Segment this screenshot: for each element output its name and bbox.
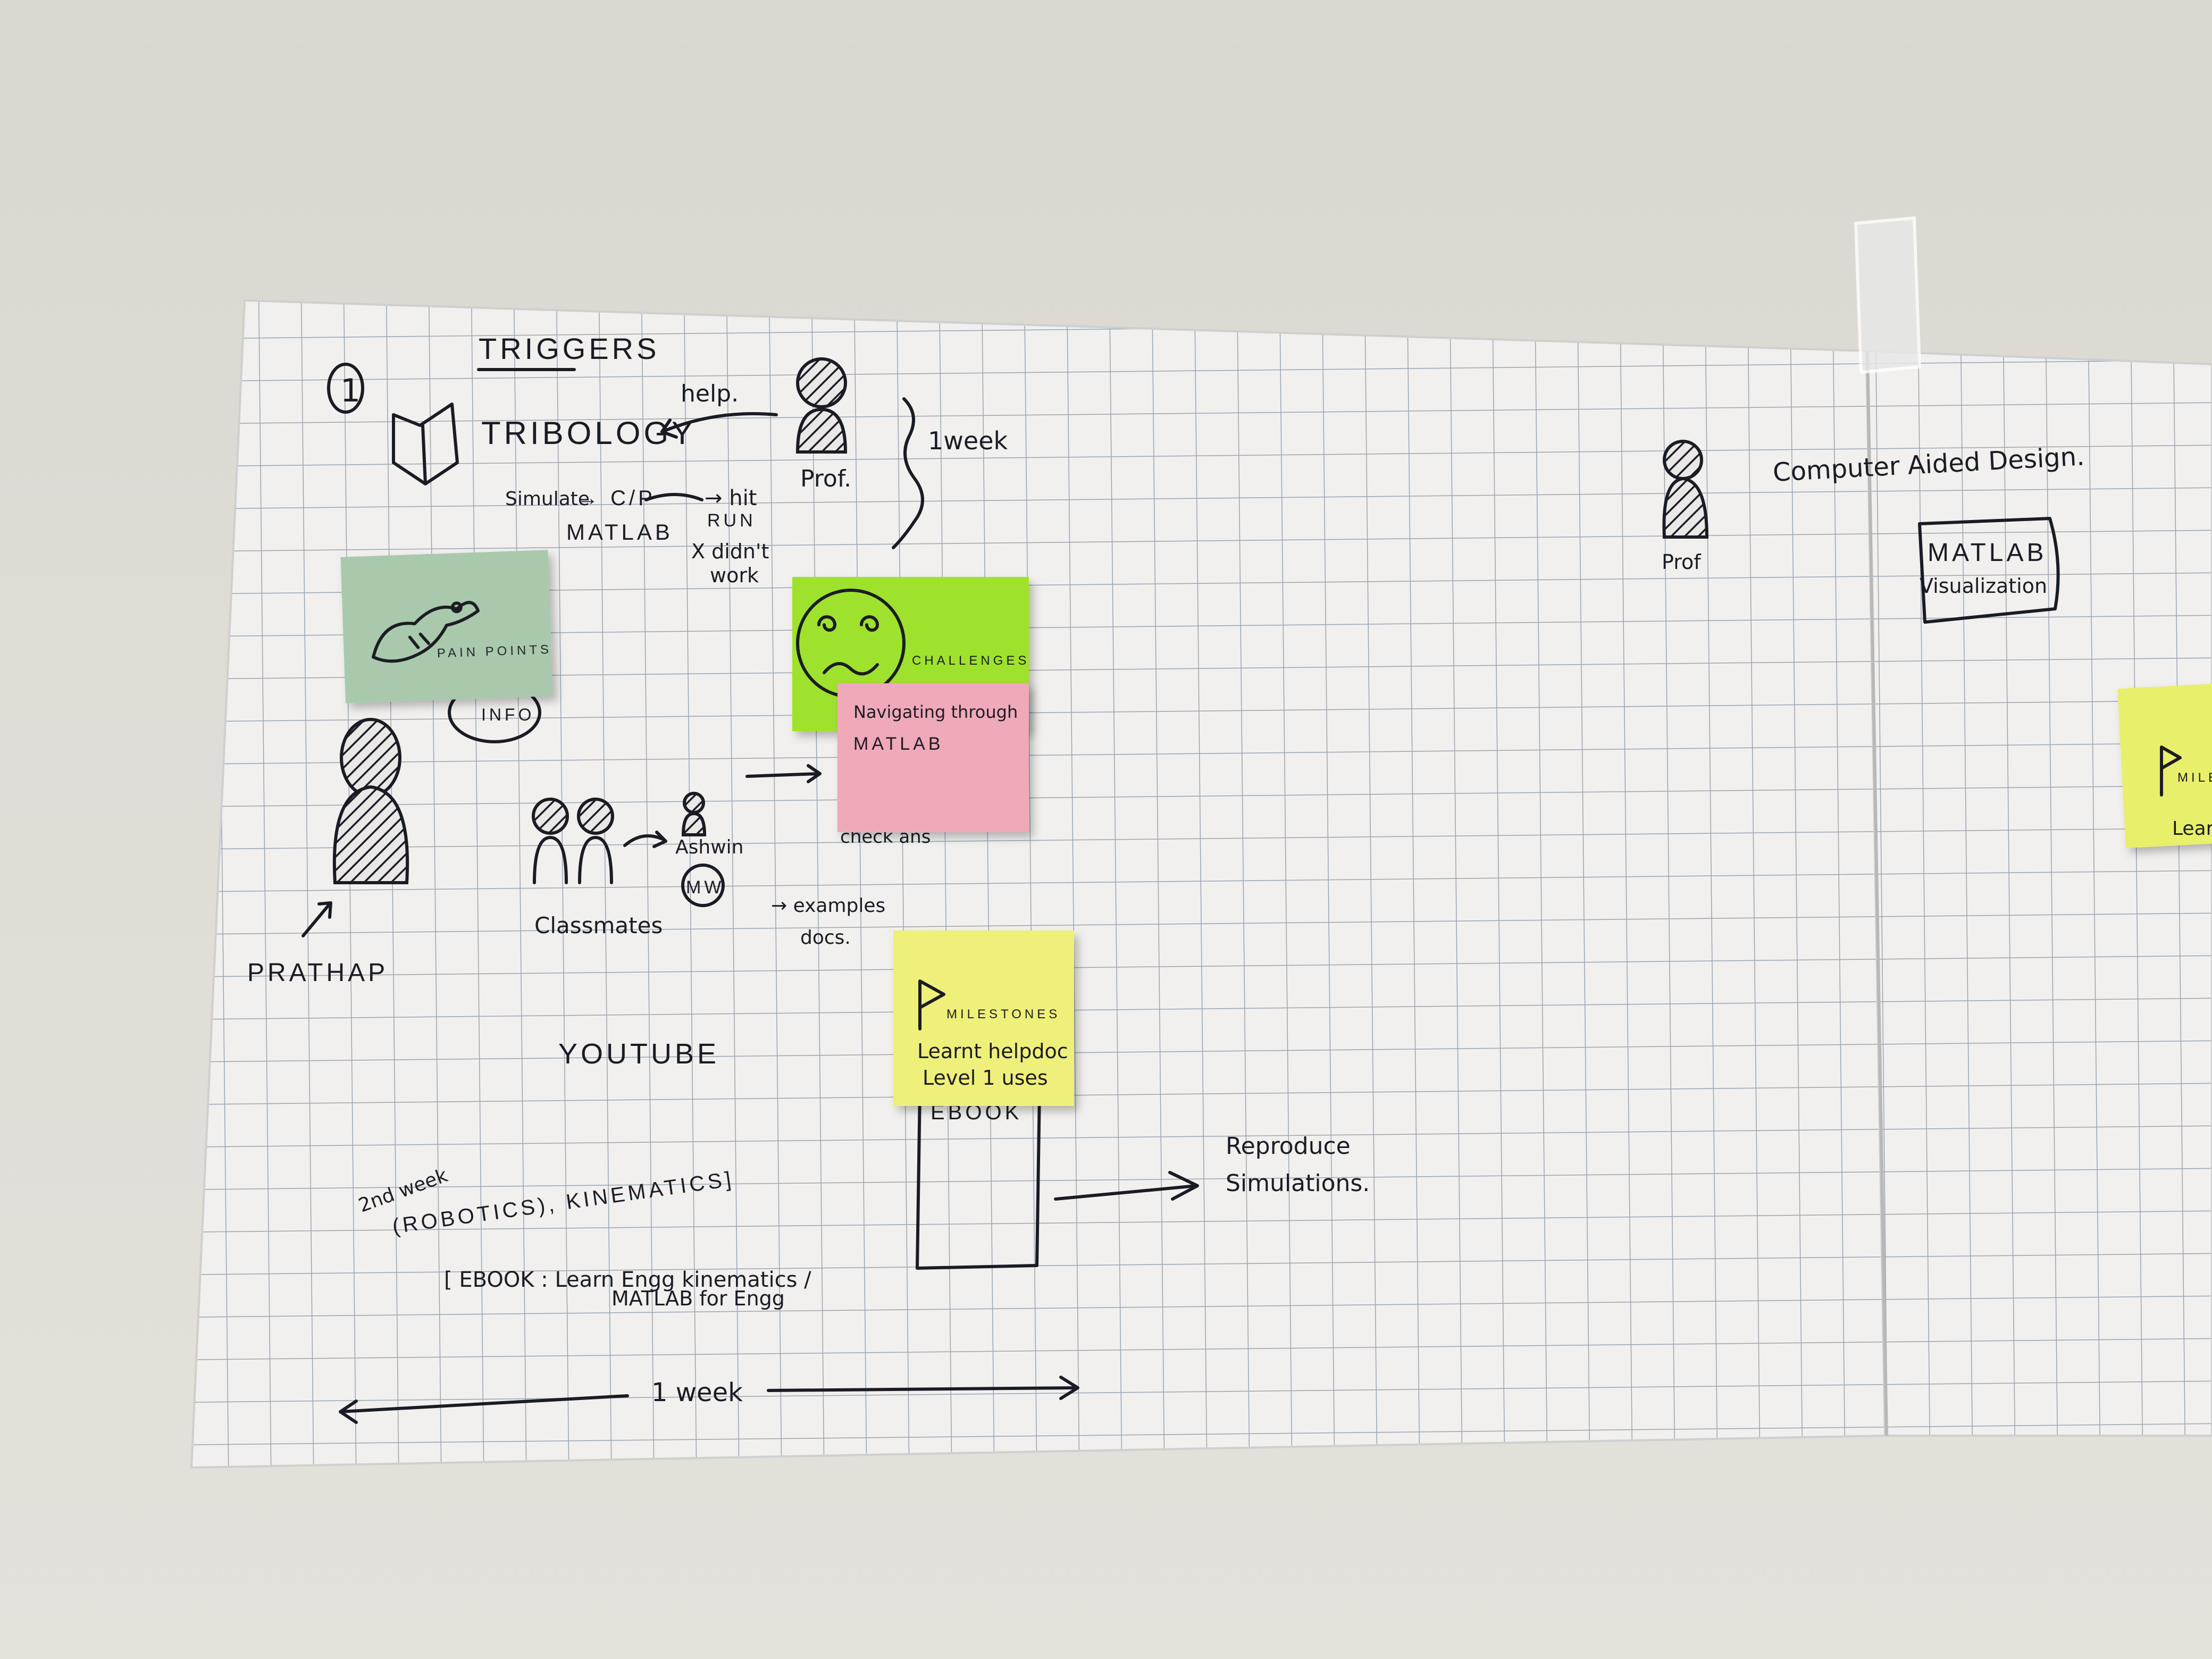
prof-left-label: Prof. bbox=[800, 465, 851, 492]
milestones-note-bg bbox=[893, 931, 1074, 1106]
navigating-note-bg bbox=[837, 683, 1029, 832]
challenges-label: CHALLENGES bbox=[912, 653, 1029, 668]
examples-label: → examples bbox=[771, 895, 885, 917]
didnt-work-line1: X didn't bbox=[691, 540, 769, 563]
prathap-label: PRATHAP bbox=[247, 959, 388, 987]
sticky-note-navigating[interactable]: Navigating through MATLAB bbox=[837, 683, 1029, 832]
milestone-right-label: MILE bbox=[2177, 770, 2212, 785]
ebook-line2: MATLAB for Engg bbox=[611, 1287, 785, 1310]
classmates-label: Classmates bbox=[534, 912, 663, 939]
navigating-line2: MATLAB bbox=[853, 734, 944, 754]
prathap-arrow bbox=[301, 901, 332, 937]
person-icon-ashwin bbox=[681, 792, 707, 836]
timeline-arrow-left bbox=[339, 1394, 629, 1424]
didnt-work-line2: work bbox=[710, 564, 759, 587]
paper-sheet-left bbox=[190, 299, 1887, 1469]
trigger-number: 1 bbox=[327, 363, 364, 414]
svg-text:Visualization: Visualization bbox=[1920, 574, 2047, 598]
classmates-icon bbox=[532, 798, 614, 884]
ashwin-arrow bbox=[745, 764, 822, 783]
help-arrow bbox=[660, 412, 778, 439]
brace-icon bbox=[892, 397, 924, 549]
one-week-top-label: 1week bbox=[928, 426, 1008, 455]
milestones-line1: Learnt helpdoc bbox=[917, 1040, 1068, 1063]
ashwin-label: Ashwin bbox=[675, 836, 743, 858]
svg-text:INFO: INFO bbox=[481, 705, 534, 724]
flag-icon-right bbox=[2160, 745, 2182, 797]
tribology-label: TRIBOLOGY bbox=[481, 415, 696, 451]
reproduce-arrow bbox=[1054, 1171, 1199, 1201]
help-label: help. bbox=[681, 380, 739, 407]
person-icon-prathap bbox=[332, 718, 409, 884]
milestone-right-line: Lear bbox=[2172, 818, 2212, 840]
milestones-label: MILESTONES bbox=[946, 1007, 1060, 1021]
ebook-line1: [ EBOOK : Learn Engg kinematics / bbox=[444, 1268, 811, 1292]
reproduce-line1: Reproduce bbox=[1226, 1133, 1351, 1160]
simulate-step: Simulate bbox=[505, 488, 590, 510]
flow-arrow bbox=[644, 493, 703, 501]
book-icon bbox=[392, 403, 459, 485]
classmates-arrow bbox=[623, 831, 667, 848]
person-icon-prof-left bbox=[795, 357, 848, 454]
reproduce-line2: Simulations. bbox=[1226, 1170, 1370, 1197]
tape-strip bbox=[1854, 216, 1922, 374]
docs-label: docs. bbox=[800, 927, 851, 949]
sticky-note-milestones[interactable]: MILESTONES Learnt helpdoc Level 1 uses bbox=[893, 931, 1074, 1106]
matlab-visualization-box: MATLAB Visualization bbox=[1918, 517, 2060, 624]
svg-text:MW: MW bbox=[686, 877, 724, 898]
matlab-label-top: MATLAB bbox=[566, 520, 673, 544]
hit-step: → hit bbox=[705, 486, 757, 510]
flag-icon bbox=[918, 979, 945, 1030]
svg-text:MATLAB: MATLAB bbox=[1928, 539, 2047, 567]
prof-right-label: Prof bbox=[1662, 550, 1702, 574]
person-icon-prof-right bbox=[1662, 440, 1709, 539]
triggers-heading: TRIGGERS bbox=[479, 332, 659, 365]
mw-circle: MW bbox=[681, 864, 725, 907]
milestone-right-note-bg bbox=[2117, 683, 2212, 849]
svg-text:1: 1 bbox=[340, 372, 361, 409]
run-step: RUN bbox=[707, 510, 756, 531]
one-week-bottom-label: 1 week bbox=[651, 1378, 743, 1407]
crocodile-icon bbox=[372, 601, 480, 663]
sticky-note-milestone-right[interactable]: MILE Lear bbox=[2117, 683, 2212, 849]
youtube-label: YOUTUBE bbox=[558, 1038, 719, 1070]
navigating-line1: Navigating through bbox=[853, 702, 1018, 722]
milestones-line2: Level 1 uses bbox=[923, 1066, 1048, 1090]
paper-sheet-right bbox=[1865, 349, 2212, 1437]
sticky-note-pain-points[interactable]: PAIN POINTS bbox=[340, 550, 554, 703]
copy-paste-step: → C/P bbox=[577, 487, 656, 510]
timeline-arrow-right bbox=[767, 1376, 1079, 1400]
